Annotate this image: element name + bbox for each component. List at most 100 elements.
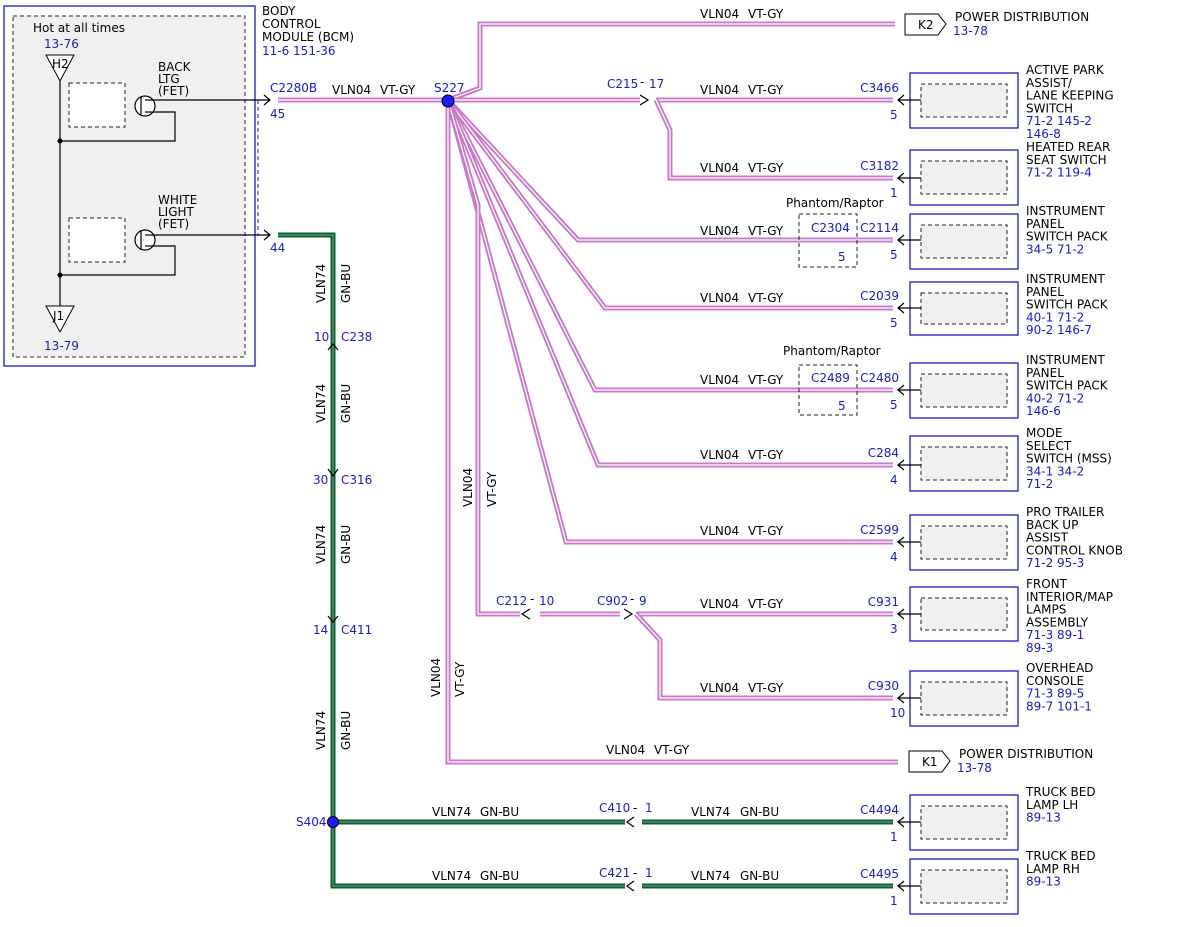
svg-text:VLN04: VLN04 [700,373,739,387]
c212-label[interactable]: C212 [496,594,527,608]
k1-terminal-icon[interactable] [908,750,951,773]
component-name-line: CONSOLE [1026,674,1084,688]
component-connector-label[interactable]: C931 [868,595,899,609]
h2-terminal-icon [45,54,75,83]
vln74-label-2: VLN74 [314,384,328,423]
component-connector-label[interactable]: C4494 [860,803,899,817]
c902-label[interactable]: C902 [597,594,628,608]
component-connector-label[interactable]: C3182 [860,159,899,173]
component-inner-box [920,805,1008,840]
s227-splice-icon[interactable] [441,94,455,108]
gnbu-h-1: GN-BU [480,805,519,819]
c212-pin: 10 [539,594,554,608]
component-c931[interactable]: C9313FRONTINTERIOR/MAPLAMPSASSEMBLY71-3 … [868,577,1113,655]
c410-label[interactable]: C410 [599,801,630,815]
component-ref[interactable]: 89-13 [1026,875,1061,889]
c316-label[interactable]: C316 [341,473,372,487]
component-name-line: INSTRUMENT [1026,353,1105,367]
component-ref[interactable]: 71-2 119-4 [1026,166,1092,180]
vln04-wires[interactable] [278,21,898,765]
gnbu-h-4: GN-BU [740,869,779,883]
component-ref[interactable]: 89-13 [1026,811,1061,825]
svg-text:VT-GY: VT-GY [748,291,784,305]
component-ref[interactable]: 34-5 71-2 [1026,242,1084,256]
component-ref[interactable]: 34-1 34-2 [1026,464,1084,478]
component-name-line: OVERHEAD [1026,661,1093,675]
component-ref[interactable]: 71-3 89-5 [1026,687,1084,701]
c2489-label[interactable]: C2489 [811,371,850,385]
h2-label: H2 [52,57,69,71]
s404-splice-icon[interactable] [327,816,339,828]
bcm-title-2: CONTROL [262,17,321,31]
s404-label[interactable]: S404 [296,815,327,829]
gnbu-h-3: GN-BU [480,869,519,883]
svg-text:VT-GY: VT-GY [748,224,784,238]
svg-text:-: - [640,75,644,89]
white-light-label-2: LIGHT [158,205,195,219]
j1-ref[interactable]: 13-79 [44,339,79,353]
c421-label[interactable]: C421 [599,866,630,880]
back-ltg-label-2: LTG [158,72,180,86]
svg-text:VLN04: VLN04 [429,658,443,697]
component-ref[interactable]: 71-3 89-1 [1026,628,1084,642]
c2304-label[interactable]: C2304 [811,221,850,235]
bcm-refs[interactable]: 11-6 151-36 [262,44,336,58]
c410-pin: 1 [645,801,653,815]
component-ref[interactable]: 71-2 145-2 [1026,114,1092,128]
k1-ref[interactable]: 13-78 [957,761,992,775]
component-connector-label[interactable]: C2114 [860,221,899,235]
component-name-line: LAMPS [1026,603,1066,617]
component-connector-label[interactable]: C3466 [860,81,899,95]
h2-ref[interactable]: 13-76 [44,37,79,51]
component-connector-label[interactable]: C4495 [860,867,899,881]
component-ref[interactable]: 89-7 101-1 [1026,699,1092,713]
component-ref[interactable]: 40-1 71-2 [1026,310,1084,324]
component-inner-box [920,224,1008,259]
component-ref[interactable]: 71-2 [1026,477,1053,491]
component-ref[interactable]: 71-2 95-3 [1026,556,1084,570]
c215-label[interactable]: C215 [607,77,638,91]
component-ref[interactable]: 90-2 146-7 [1026,323,1092,337]
svg-text:-: - [530,592,534,606]
svg-text:VT-GY: VT-GY [748,597,784,611]
component-connector-label[interactable]: C284 [868,446,899,460]
component-connector-label[interactable]: C2599 [860,523,899,537]
vln74-wires[interactable] [278,232,893,889]
gnbu-label-2: GN-BU [339,384,353,423]
svg-text:VT-GY: VT-GY [748,524,784,538]
k2-terminal-icon[interactable] [904,13,947,36]
c411-label[interactable]: C411 [341,623,372,637]
c2304-dashed-box[interactable] [798,213,858,268]
k2-ref[interactable]: 13-78 [953,24,988,38]
c2280b-label[interactable]: C2280B [270,81,317,95]
component-ref[interactable]: 146-6 [1026,404,1061,418]
component-name-line: INTERIOR/MAP [1026,590,1113,604]
component-connector-label[interactable]: C930 [868,679,899,693]
c2489-dashed-box[interactable] [798,364,858,416]
c238-label[interactable]: C238 [341,330,372,344]
component-pin: 5 [890,398,898,412]
svg-text:VT-GY: VT-GY [380,83,416,97]
c902-pin: 9 [639,594,647,608]
component-connector-label[interactable]: C2039 [860,289,899,303]
s227-label[interactable]: S227 [434,81,465,95]
component-connector-label[interactable]: C2480 [860,371,899,385]
component-ref[interactable]: 40-2 71-2 [1026,391,1084,405]
component-ref[interactable]: 89-3 [1026,641,1053,655]
component-inner-box [920,446,1008,481]
component-pin: 10 [890,706,905,720]
component-ref[interactable]: 146-8 [1026,127,1061,141]
white-light-label-1: WHITE [158,193,197,207]
component-name-line: LAMP LH [1026,798,1078,812]
